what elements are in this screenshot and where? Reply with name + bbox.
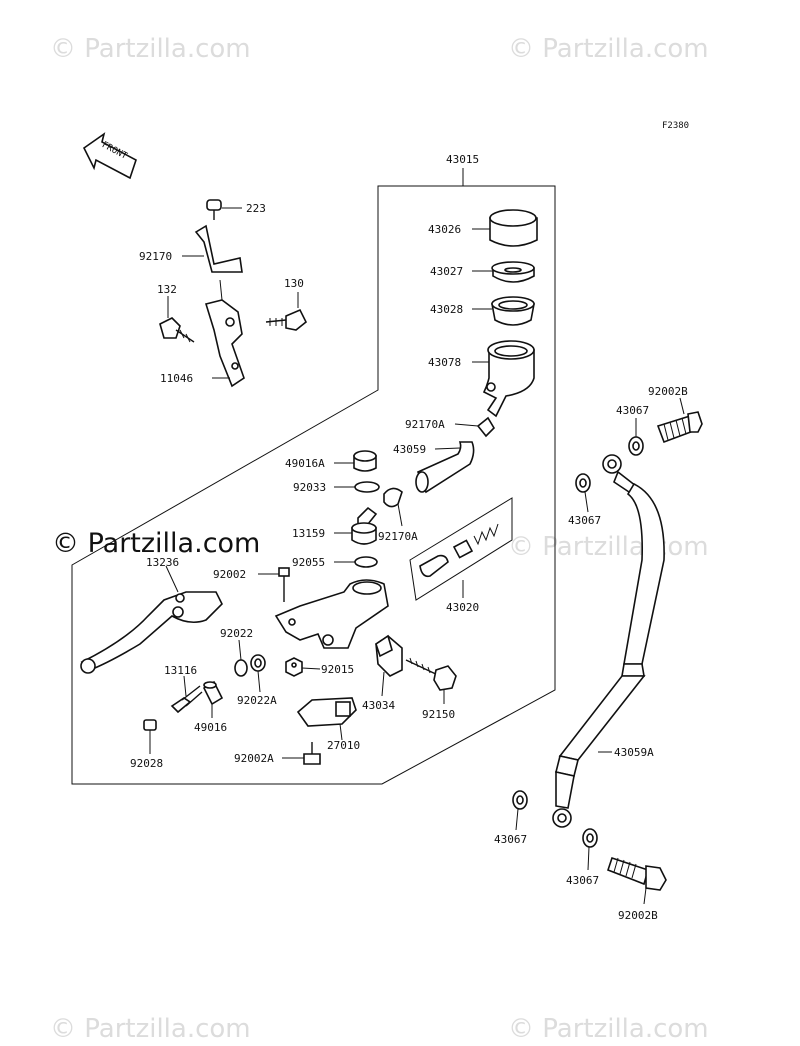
washer-43067-d [582, 828, 598, 848]
pivot-screw [278, 567, 290, 602]
label-49016A: 49016A [285, 457, 325, 470]
label-43015: 43015 [446, 153, 479, 166]
label-92015: 92015 [321, 663, 354, 676]
label-92002B-bottom: 92002B [618, 909, 658, 922]
label-92002: 92002 [213, 568, 246, 581]
bracket-92170 [194, 224, 243, 273]
label-92170: 92170 [139, 250, 172, 263]
washer-92022 [234, 659, 248, 677]
label-43034: 43034 [362, 699, 395, 712]
pivot-pin [170, 685, 203, 714]
label-43059A: 43059A [614, 746, 654, 759]
bolt-130 [265, 308, 308, 331]
label-130: 130 [284, 277, 304, 290]
label-132: 132 [157, 283, 177, 296]
label-92055: 92055 [292, 556, 325, 569]
clutch-switch [296, 697, 357, 727]
label-13236: 13236 [146, 556, 179, 569]
front-arrow-icon: FRONT [82, 132, 137, 180]
banjo-bolt-top [656, 411, 703, 444]
figure-code: F2380 [662, 121, 689, 131]
washer-43067-a [628, 436, 644, 456]
clamp-bolt [405, 657, 457, 691]
screw-223 [206, 199, 222, 220]
label-27010: 27010 [327, 739, 360, 752]
hose-clamp-top [476, 416, 496, 438]
watermark-top-left: © Partzilla.com [50, 34, 251, 64]
reservoir-hose [415, 441, 475, 494]
label-43078: 43078 [428, 356, 461, 369]
watermark-middle-left: © Partzilla.com [52, 528, 261, 559]
watermark-middle-right: © Partzilla.com [508, 532, 709, 562]
label-43027: 43027 [430, 265, 463, 278]
handlebar-clamp [375, 634, 403, 677]
label-43067-d: 43067 [566, 874, 599, 887]
master-cylinder-body [274, 579, 389, 649]
label-92002A: 92002A [234, 752, 274, 765]
label-92170A-top: 92170A [405, 418, 445, 431]
label-43028: 43028 [430, 303, 463, 316]
reservoir-diaphragm [491, 296, 535, 326]
label-92028: 92028 [130, 757, 163, 770]
label-43067-b: 43067 [568, 514, 601, 527]
label-92170A-middle: 92170A [378, 530, 418, 543]
piston-kit [409, 497, 513, 601]
reservoir-plate [491, 261, 535, 283]
hose-fitting [351, 506, 378, 545]
clutch-lever [80, 591, 223, 674]
label-43067-c: 43067 [494, 833, 527, 846]
fluid-reservoir [482, 340, 535, 418]
label-43026: 43026 [428, 223, 461, 236]
label-92033: 92033 [293, 481, 326, 494]
label-11046: 11046 [160, 372, 193, 385]
hose-clamp-middle [383, 487, 403, 508]
nut-92015 [285, 657, 303, 677]
bolt-132 [159, 317, 195, 343]
watermark-bottom-left: © Partzilla.com [50, 1014, 251, 1044]
label-92022: 92022 [220, 627, 253, 640]
bushing [202, 680, 224, 706]
banjo-bolt-bottom [607, 856, 667, 891]
label-43067-a: 43067 [616, 404, 649, 417]
watermark-top-right: © Partzilla.com [508, 34, 709, 64]
label-92002B-top: 92002B [648, 385, 688, 398]
circlip [354, 481, 380, 493]
nut-92022A [250, 654, 266, 672]
pin-cap [143, 719, 157, 731]
label-49016: 49016 [194, 721, 227, 734]
reservoir-cap [489, 209, 538, 247]
clutch-hose-43059A [552, 454, 665, 828]
washer-43067-b [575, 473, 591, 493]
label-92150: 92150 [422, 708, 455, 721]
label-43020: 43020 [446, 601, 479, 614]
group-outline [71, 185, 556, 785]
switch-screw [303, 742, 321, 765]
washer-43067-c [512, 790, 528, 810]
label-13159: 13159 [292, 527, 325, 540]
label-43059: 43059 [393, 443, 426, 456]
dust-cap [353, 450, 377, 472]
label-92022A: 92022A [237, 694, 277, 707]
watermark-bottom-right: © Partzilla.com [508, 1014, 709, 1044]
o-ring [354, 556, 378, 568]
bracket-11046 [204, 299, 245, 388]
label-223: 223 [246, 202, 266, 215]
label-13116: 13116 [164, 664, 197, 677]
